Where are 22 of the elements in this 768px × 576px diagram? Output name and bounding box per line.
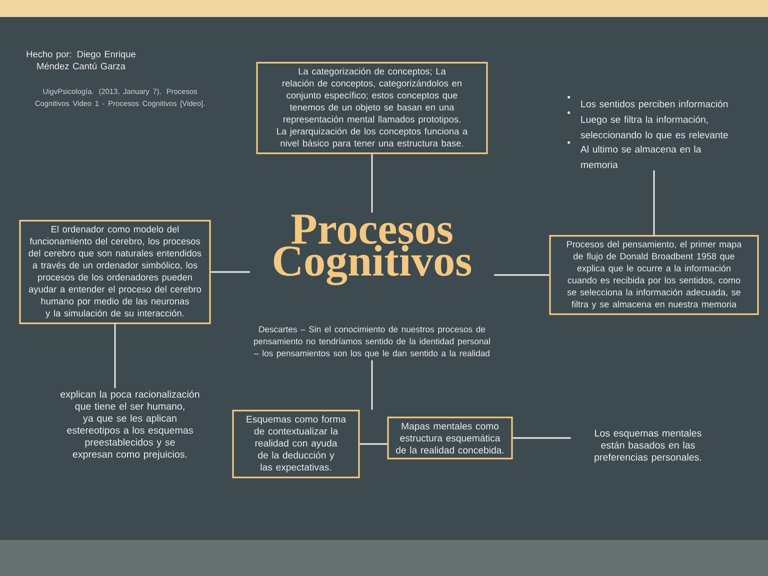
title-text: Procesos Cognitivos xyxy=(274,214,472,286)
connector-line xyxy=(371,154,373,213)
connector-line xyxy=(114,324,116,388)
note-text: explican la poca racionalización que tiene el ser humano, ya que se les aplican estereotipos a los esquemas preestablecidos y se expresan como prejuicios. xyxy=(60,390,200,460)
text-box: Procesos del pensamiento, el primer mapa de flujo de Donald Broadbent 1958 que explica que le ocurre a la información cuando es recibida por los sentidos, como se selecciona la información adecuada, se filtra y se almacena en nuestra memoria xyxy=(549,235,759,315)
text-box: Mapas mentales como estructura esquemática de la realidad concebida. xyxy=(387,416,513,460)
connector-line xyxy=(512,437,571,439)
text-box: La categorización de conceptos; La relación de conceptos, categorizándolos en conjunto específico; estos conceptos que tenemos de un objeto se basan en una representación mental llamados prototipos. La jerarquización de los conceptos funciona a nivel básico para tener una estructura base. xyxy=(256,62,488,154)
connector-line xyxy=(371,360,373,410)
connector-line xyxy=(653,170,655,235)
text-box: Esquemas como forma de contextualizar la realidad con ayuda de la deducción y las expectativas. xyxy=(232,410,360,478)
node-label: Los sentidos perciben información xyxy=(581,100,728,110)
connector-line xyxy=(210,271,250,273)
text-box: El ordenador como modelo del funcionamiento del cerebro, los procesos del cerebro que son naturales entendidos a través de un ordenador simbólico, los procesos de los ordenadores pueden ayudar a entender el proceso del cerebro humano por medio de las neuronas y la simulación de su interacción. xyxy=(19,220,211,324)
note-text: Descartes – Sin el conocimiento de nuestros procesos de pensamiento no tendríamos sentido de la identidad personal – los pensamientos son los que le dan sentido a la realidad xyxy=(254,326,490,358)
node-label: Al ultimo se almacena en la memoria xyxy=(580,146,702,168)
author-text: Hecho por: Diego Enrique Méndez Cantú Garza xyxy=(26,50,136,70)
bullet-list: Los sentidos perciben información Luego se filtra la información, seleccionando lo que es relevante Al ultimo se almacena en la memoria xyxy=(568,96,728,168)
note-text: Los esquemas mentales están basados en las preferencias personales. xyxy=(594,429,702,463)
connector-line xyxy=(494,274,550,276)
connector-line xyxy=(360,443,388,445)
node-label: Luego se filtra la información, seleccionando lo que es relevante xyxy=(580,116,728,140)
